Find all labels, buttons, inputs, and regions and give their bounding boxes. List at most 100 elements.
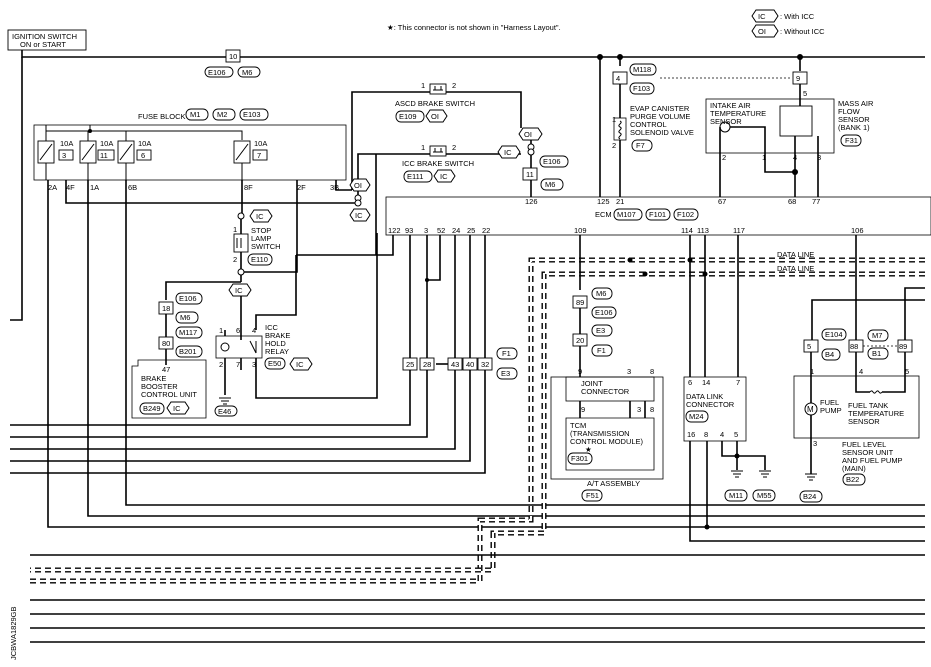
svg-text:F51: F51: [586, 491, 599, 500]
svg-text:1: 1: [762, 153, 766, 162]
svg-text:2: 2: [452, 81, 456, 90]
svg-text:M118: M118: [633, 65, 651, 74]
svg-text:IC: IC: [504, 148, 512, 157]
tag-ic-stoplamp: IC: [249, 209, 273, 223]
svg-text:M2: M2: [217, 110, 227, 119]
svg-text:2F: 2F: [297, 183, 306, 192]
svg-text:2: 2: [233, 255, 237, 264]
svg-text:(BANK 1): (BANK 1): [838, 123, 870, 132]
svg-text:★: ★: [585, 445, 592, 454]
svg-text:M6: M6: [242, 68, 252, 77]
tag-oi-branch: OI: [518, 127, 543, 141]
svg-text:2: 2: [722, 153, 726, 162]
ground-e46: E46: [214, 397, 238, 417]
mass-air-flow-sensor: 9 5 INTAKE AIR TEMPERATURE SENSOR MASS A…: [705, 71, 874, 162]
svg-text:FLOW: FLOW: [838, 107, 861, 116]
svg-text:E111: E111: [407, 172, 423, 181]
svg-text:1: 1: [219, 326, 223, 335]
svg-text:CONTROL UNIT: CONTROL UNIT: [141, 390, 197, 399]
connector-row-f1: 25 28 43 40 32 F1 E3: [402, 347, 518, 380]
svg-text:TCM: TCM: [570, 421, 586, 430]
svg-text:43: 43: [451, 360, 459, 369]
svg-text:A/T ASSEMBLY: A/T ASSEMBLY: [587, 479, 640, 488]
svg-text:1: 1: [421, 143, 425, 152]
svg-text:10A: 10A: [138, 139, 151, 148]
svg-text:B22: B22: [846, 475, 859, 484]
svg-text:1A: 1A: [90, 183, 99, 192]
svg-text:9: 9: [581, 405, 585, 414]
svg-text:14: 14: [702, 378, 710, 387]
svg-text:4: 4: [720, 430, 724, 439]
svg-text:EVAP CANISTER: EVAP CANISTER: [630, 104, 690, 113]
ground-m55: M55: [752, 470, 776, 502]
svg-text:ASCD BRAKE SWITCH: ASCD BRAKE SWITCH: [395, 99, 475, 108]
svg-text:7: 7: [736, 378, 740, 387]
svg-text:125: 125: [597, 197, 610, 206]
svg-text:2: 2: [612, 141, 616, 150]
svg-text:E106: E106: [208, 68, 226, 77]
svg-text:SENSOR: SENSOR: [838, 115, 870, 124]
data-link-connector: 6 14 7 DATA LINK CONNECTOR M24 16 8 4 5: [683, 376, 747, 442]
ecm-module: ECM M107 F101 F102 125 21 67 68 77 122 9…: [385, 196, 931, 236]
svg-text:M6: M6: [596, 289, 606, 298]
svg-text:JOINT: JOINT: [581, 379, 603, 388]
svg-text:24: 24: [452, 226, 460, 235]
svg-text:7: 7: [257, 151, 261, 160]
ascd-brake-switch: 1 2 ASCD BRAKE SWITCH E109 OI: [395, 81, 475, 123]
svg-text:SENSOR: SENSOR: [710, 117, 742, 126]
svg-text:11: 11: [526, 170, 534, 179]
svg-text:47: 47: [162, 365, 170, 374]
svg-text:IC: IC: [173, 404, 181, 413]
svg-text:M117: M117: [179, 328, 197, 337]
svg-text:1: 1: [421, 81, 425, 90]
svg-text:52: 52: [437, 226, 445, 235]
svg-text:10A: 10A: [254, 139, 267, 148]
svg-text:126: 126: [525, 197, 538, 206]
svg-text:B1: B1: [872, 349, 881, 358]
svg-text:40: 40: [466, 360, 474, 369]
icc-brake-switch: 1 2 ICC BRAKE SWITCH E111 IC: [402, 143, 474, 183]
svg-text:M11: M11: [729, 491, 743, 500]
svg-text:3: 3: [424, 226, 428, 235]
svg-text:DATA LINK: DATA LINK: [686, 392, 723, 401]
svg-text:25: 25: [467, 226, 475, 235]
svg-text:OI: OI: [354, 181, 362, 190]
svg-text:2: 2: [219, 360, 223, 369]
tag-ic-stoplamp-2: IC: [228, 283, 252, 297]
svg-text:: With ICC: : With ICC: [780, 12, 815, 21]
svg-text:88: 88: [850, 342, 858, 351]
svg-text:6: 6: [141, 151, 145, 160]
svg-text:77: 77: [812, 197, 820, 206]
svg-text:TEMPERATURE: TEMPERATURE: [848, 409, 904, 418]
svg-text:F101: F101: [649, 210, 666, 219]
svg-text:6B: 6B: [128, 183, 137, 192]
svg-text:6: 6: [236, 326, 240, 335]
legend-star-note: ★: This connector is not shown in "Harne…: [387, 23, 561, 32]
svg-text:113: 113: [697, 226, 709, 235]
svg-text:106: 106: [851, 226, 864, 235]
fuse-block: FUSE BLOCK (J/B) M1 M2 E103 10A 3 10A 11…: [33, 108, 347, 192]
fuel-pump-unit: 5 E104 B4 88 M7 B1 89 1 4 5 M FUEL PUMP …: [793, 328, 920, 503]
svg-text:22: 22: [482, 226, 490, 235]
svg-text:E110: E110: [251, 255, 268, 264]
svg-text:1: 1: [233, 225, 237, 234]
svg-text:16: 16: [687, 430, 695, 439]
svg-text:21: 21: [616, 197, 624, 206]
svg-text:DATA LINE: DATA LINE: [777, 250, 814, 259]
svg-text:IC: IC: [355, 211, 363, 220]
footer-code: JCBWA1829GB: [9, 607, 18, 661]
svg-text:STOP: STOP: [251, 226, 271, 235]
svg-text:SOLENOID VALVE: SOLENOID VALVE: [630, 128, 694, 137]
svg-text:F7: F7: [636, 141, 645, 150]
svg-text:PUMP: PUMP: [820, 406, 842, 415]
svg-text:FUSE BLOCK (J/B): FUSE BLOCK (J/B): [138, 112, 204, 121]
svg-text:M107: M107: [617, 210, 636, 219]
svg-text:M6: M6: [180, 313, 190, 322]
svg-text:TEMPERATURE: TEMPERATURE: [710, 109, 766, 118]
svg-text:8: 8: [650, 367, 654, 376]
svg-text:ON or START: ON or START: [20, 40, 66, 49]
svg-text:3: 3: [252, 360, 256, 369]
svg-text:109: 109: [574, 226, 587, 235]
svg-text:E3: E3: [596, 326, 605, 335]
svg-text:BRAKE: BRAKE: [265, 331, 290, 340]
